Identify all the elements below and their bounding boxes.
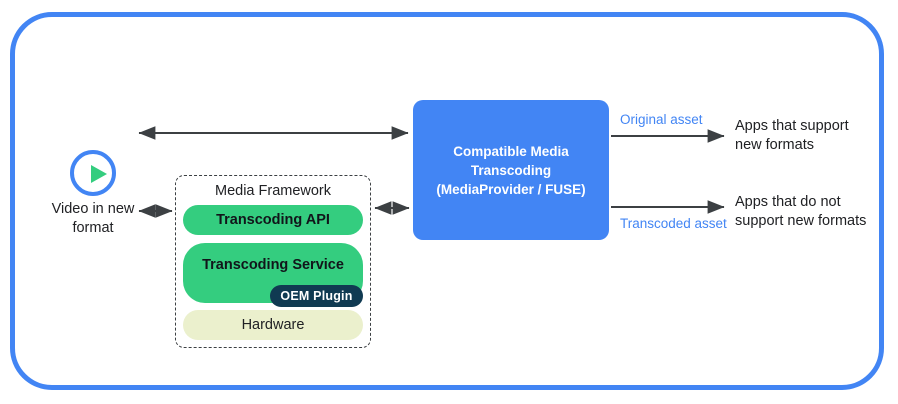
edge-label-original-asset: Original asset (620, 112, 703, 127)
compatible-media-transcoding-box[interactable]: Compatible Media Transcoding (MediaProvi… (413, 100, 609, 240)
layer-hardware[interactable]: Hardware (183, 310, 363, 340)
cmt-line-3: (MediaProvider / FUSE) (436, 181, 586, 197)
layer-transcoding-api[interactable]: Transcoding API (183, 205, 363, 235)
edge-label-transcoded-asset: Transcoded asset (620, 216, 727, 231)
play-triangle-icon (91, 165, 107, 183)
target-supporting-apps: Apps that support new formats (735, 118, 849, 153)
target-nonsupporting-apps: Apps that do not support new formats (735, 194, 867, 229)
layer-transcoding-service-label: Transcoding Service (202, 257, 344, 273)
cmt-line-1: Compatible Media (453, 143, 569, 159)
video-source-caption: Video in new format (51, 201, 135, 236)
play-circle-icon (70, 150, 116, 196)
cmt-line-2: Transcoding (470, 162, 552, 178)
oem-plugin-badge[interactable]: OEM Plugin (270, 285, 363, 307)
media-framework-title: Media Framework (214, 183, 332, 199)
